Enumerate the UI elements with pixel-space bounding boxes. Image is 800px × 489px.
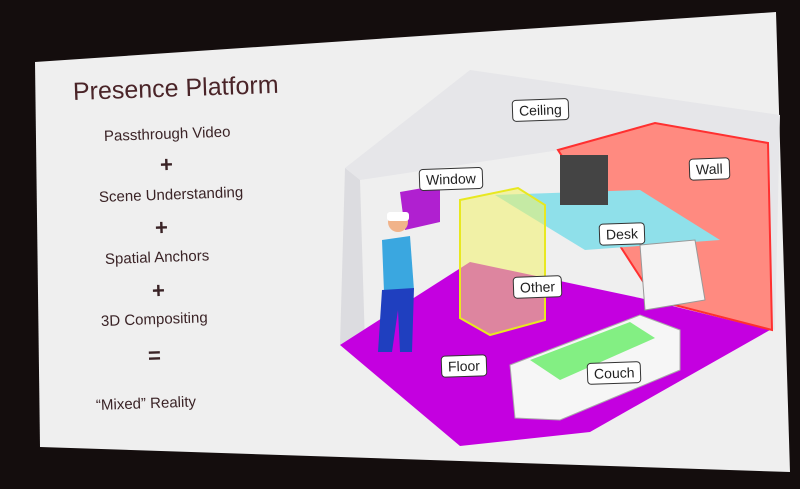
label-other: Other [512,275,563,299]
other-box [459,186,546,337]
plus-sign: + [159,151,174,177]
equals-sign: = [147,342,162,368]
headset-icon [387,212,409,221]
desk-plane [495,190,720,250]
label-desk: Desk [598,222,646,246]
couch-plane [530,322,655,380]
label-ceiling: Ceiling [511,98,570,122]
person-legs [378,288,414,352]
person-torso [382,236,414,292]
label-window: Window [418,166,484,192]
plus-sign: + [154,214,169,240]
item-mixed-reality: “Mixed” Reality [95,393,197,414]
label-floor: Floor [440,354,488,378]
plus-sign: + [151,277,166,303]
printer-cabinet [639,239,706,311]
label-couch: Couch [586,361,642,385]
item-spatial-anchors: Spatial Anchors [104,247,210,268]
window-plane [400,185,440,230]
room-left-wall [340,168,365,345]
monitor-icon [560,155,608,205]
label-wall: Wall [688,157,731,181]
